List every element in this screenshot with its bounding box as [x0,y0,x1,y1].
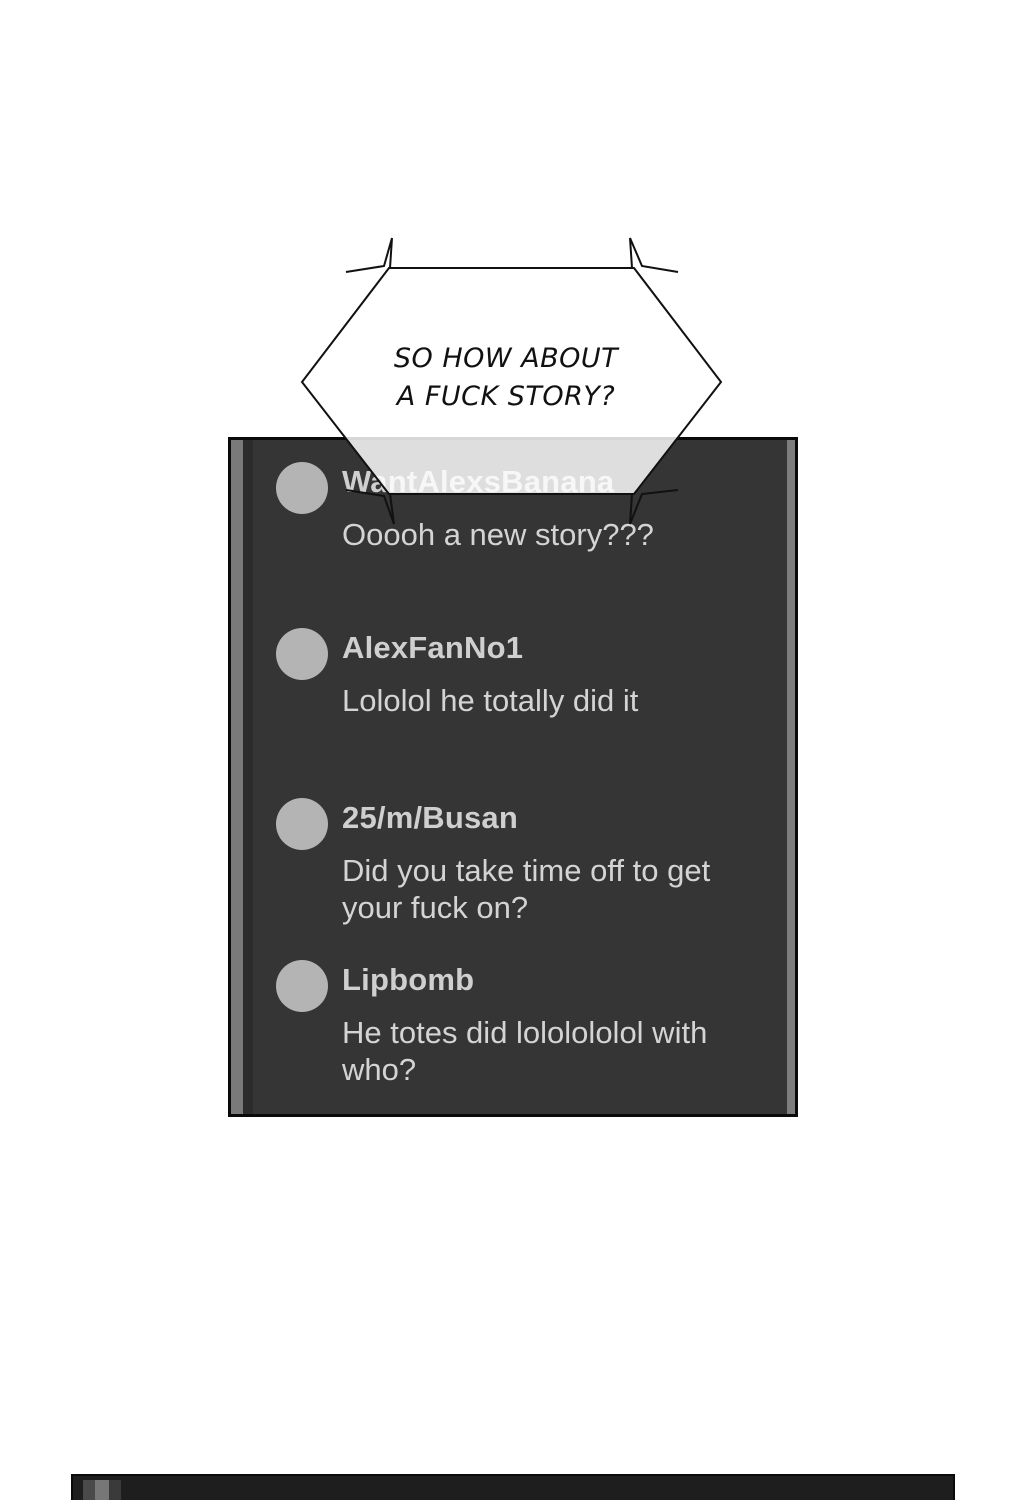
comment-username[interactable]: AlexFanNo1 [342,630,524,665]
avatar[interactable] [276,960,328,1012]
speech-bubble-text: SO HOW ABOUT A FUCK STORY? [356,340,656,416]
avatar[interactable] [276,462,328,514]
comment-username[interactable]: 25/m/Busan [342,800,519,835]
comment-message: He totes did lololololol with who? [342,1015,708,1087]
next-panel-stripe [83,1480,121,1500]
next-panel-edge [71,1474,955,1500]
speech-line: A FUCK STORY? [396,381,616,412]
speech-line: SO HOW ABOUT [393,343,619,374]
comment-message: Lololol he totally did it [342,683,639,718]
avatar[interactable] [276,628,328,680]
speech-bubble-shape [300,237,723,525]
comment-message: Did you take time off to get your fuck o… [342,853,711,925]
panel-stripe-left [231,440,253,1114]
comment-username[interactable]: Lipbomb [342,962,475,997]
speech-bubble: SO HOW ABOUT A FUCK STORY? [296,232,728,528]
panel-stripe-right [787,440,795,1114]
avatar[interactable] [276,798,328,850]
comment-panel: WantAlexsBanana Ooooh a new story??? Ale… [228,437,798,1117]
